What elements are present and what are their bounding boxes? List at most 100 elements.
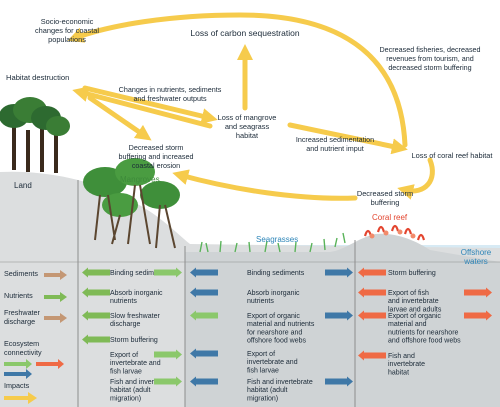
mangroves-label: Mangroves — [120, 175, 160, 184]
mangroves-service-text: migration) — [110, 395, 141, 402]
seagrasses-service-text: invertebrate and — [247, 359, 298, 366]
coral_reef-service-text: larvae and adults — [388, 306, 442, 313]
connectivity-orange-arrow-icon — [464, 310, 492, 321]
svg-text:Offshore: Offshore — [461, 248, 492, 257]
connectivity-green-arrow-icon — [154, 267, 182, 278]
coral_reef-service-text: Storm buffering — [388, 270, 436, 277]
mangroves-service-text: Absorb inorganic — [110, 290, 163, 297]
connectivity-orange-arrow-icon — [358, 287, 386, 298]
svg-text:and nutrient imput: and nutrient imput — [306, 144, 364, 153]
seagrasses-service-text: Absorb inorganic — [247, 290, 300, 297]
connectivity-orange-arrow-icon — [464, 287, 492, 298]
svg-text:Decreased storm: Decreased storm — [357, 189, 413, 198]
coral_reef-service-text: and offshore food webs — [388, 338, 461, 345]
svg-text:Changes in nutrients, sediment: Changes in nutrients, sediments — [119, 85, 222, 94]
legend-freshwater-label: Freshwater — [4, 308, 41, 317]
mangroves-service-item: Binding sediments — [110, 270, 168, 277]
connectivity-orange-arrow-icon — [358, 267, 386, 278]
connectivity-green-arrow-icon — [82, 334, 110, 345]
seagrasses-service-text: fish larvae — [247, 367, 279, 374]
svg-text:connectivity: connectivity — [4, 348, 42, 357]
connectivity-green-arrow-icon — [82, 310, 110, 321]
connectivity-blue-arrow-icon — [4, 369, 32, 379]
land-label: Land — [14, 181, 32, 190]
seagrasses-service-text: Binding sediments — [247, 270, 305, 277]
coral-reef-label: Coral reef — [372, 213, 408, 222]
svg-text:changes for coastal: changes for coastal — [35, 26, 99, 35]
mangroves-service-text: discharge — [110, 321, 140, 328]
coral_reef-service-text: and invertebrate — [388, 298, 439, 305]
arrow-habitat-to-storm — [87, 95, 152, 141]
arrow-reef-to-socio — [67, 12, 408, 148]
svg-text:Decreased fisheries, decreased: Decreased fisheries, decreased — [379, 45, 480, 54]
mangroves-service-text: Fish and invertebrate — [110, 379, 176, 386]
connectivity-green-arrow-icon — [4, 359, 32, 369]
legend-sediments-label: Sediments — [4, 269, 38, 278]
storm-buffering-label: Decreased storm buffering — [357, 189, 413, 207]
connectivity-green-arrow-icon — [82, 267, 110, 278]
mangroves-service-text: nutrients — [110, 298, 137, 305]
svg-text:and seagrass: and seagrass — [225, 122, 270, 131]
mangroves-service-text: Export of — [110, 352, 138, 359]
seabed — [185, 233, 500, 407]
svg-text:and freshwater outputs: and freshwater outputs — [133, 94, 207, 103]
svg-text:Loss of mangrove: Loss of mangrove — [218, 113, 277, 122]
svg-text:Decreased storm: Decreased storm — [129, 143, 184, 152]
connectivity-blue-arrow-icon — [325, 376, 353, 387]
connectivity-orange-arrow-icon — [36, 359, 64, 369]
mangrove-loss-label: Loss of mangrove and seagrass habitat — [218, 113, 277, 140]
svg-text:Socio-economic: Socio-economic — [41, 17, 94, 26]
sediment-arrow-icon — [44, 270, 67, 280]
socio-economic-label: Socio-economic changes for coastal popul… — [35, 17, 99, 44]
arrow-habitat-to-mangrove — [82, 85, 218, 124]
seagrasses-service-text: nutrients — [247, 298, 274, 305]
offshore-label: Offshore waters — [461, 248, 492, 266]
habitat-destruction-label: Habitat destruction — [6, 73, 69, 82]
nutrient-arrow-icon — [44, 292, 67, 302]
seagrasses-service-item: Binding sediments — [247, 270, 305, 277]
connectivity-blue-arrow-icon — [190, 348, 218, 359]
svg-text:populations: populations — [48, 35, 86, 44]
freshwater-arrow-icon — [44, 313, 67, 323]
seagrasses-service-text: material and nutrients — [247, 321, 315, 328]
mangroves-service-item: Storm buffering — [110, 337, 158, 344]
svg-text:discharge: discharge — [4, 317, 35, 326]
coral_reef-service-text: Fish and — [388, 353, 415, 360]
seagrasses-service-text: Export of organic — [247, 313, 300, 320]
svg-text:decreased storm buffering: decreased storm buffering — [388, 63, 471, 72]
storm-erosion-label: Decreased storm buffering and increased … — [119, 143, 194, 170]
seagrasses-label: Seagrasses — [256, 235, 298, 244]
connectivity-green-arrow-icon — [154, 376, 182, 387]
connectivity-blue-arrow-icon — [190, 287, 218, 298]
land-trees — [0, 97, 70, 173]
arrow-mangrove-to-reef — [287, 122, 408, 155]
connectivity-orange-arrow-icon — [358, 310, 386, 321]
seagrasses-service-text: for nearshore and — [247, 329, 302, 336]
seagrass-blades — [199, 232, 346, 253]
nutrients-change-label: Changes in nutrients, sediments and fres… — [119, 85, 222, 103]
connectivity-green-arrow-icon — [154, 349, 182, 360]
impact-arrows — [67, 12, 435, 201]
reef-loss-label: Loss of coral reef habitat — [412, 151, 493, 160]
arrow-buffering-to-land — [172, 169, 358, 201]
seagrasses-service-text: offshore food webs — [247, 338, 307, 345]
connectivity-blue-arrow-icon — [325, 267, 353, 278]
coral_reef-service-text: nutrients for nearshore — [388, 329, 459, 336]
sedimentation-label: Increased sedimentation and nutrient imp… — [296, 135, 374, 153]
svg-text:revenues from tourism, and: revenues from tourism, and — [386, 54, 474, 63]
mangroves-service-text: habitat (adult — [110, 387, 151, 394]
